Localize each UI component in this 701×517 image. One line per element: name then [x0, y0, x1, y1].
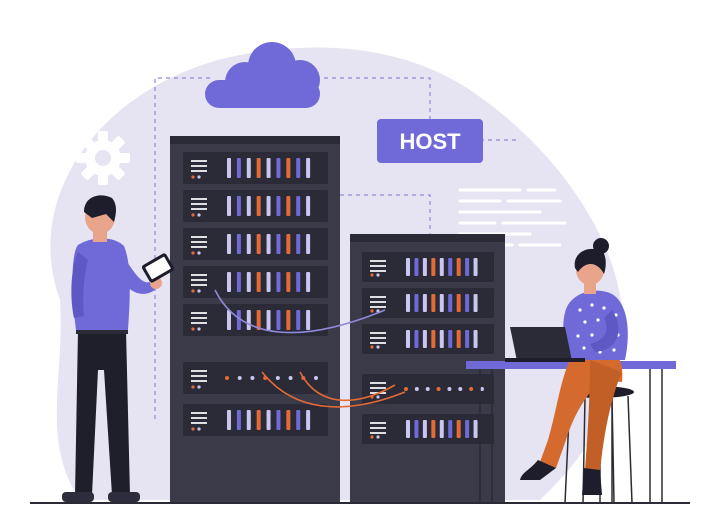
server-unit	[183, 266, 328, 298]
server-rack-left	[170, 136, 340, 504]
woman-with-laptop	[520, 238, 628, 495]
server-unit	[362, 288, 494, 318]
server-unit	[183, 152, 328, 184]
network-dashed-lines	[154, 77, 520, 420]
server-unit	[183, 190, 328, 222]
server-unit	[183, 404, 328, 436]
gear-icon	[76, 131, 130, 185]
server-unit	[362, 414, 494, 444]
server-cables	[214, 289, 406, 408]
cloud-icon	[205, 42, 320, 108]
host-badge: HOST	[377, 119, 483, 163]
server-unit	[362, 324, 494, 354]
man-with-tablet	[62, 195, 162, 502]
server-unit	[183, 362, 328, 394]
server-unit	[183, 228, 328, 260]
host-badge-label: HOST	[399, 129, 461, 154]
tablet-icon	[141, 253, 175, 283]
server-unit	[362, 252, 494, 282]
laptop-icon	[505, 327, 585, 362]
server-unit	[183, 304, 328, 336]
